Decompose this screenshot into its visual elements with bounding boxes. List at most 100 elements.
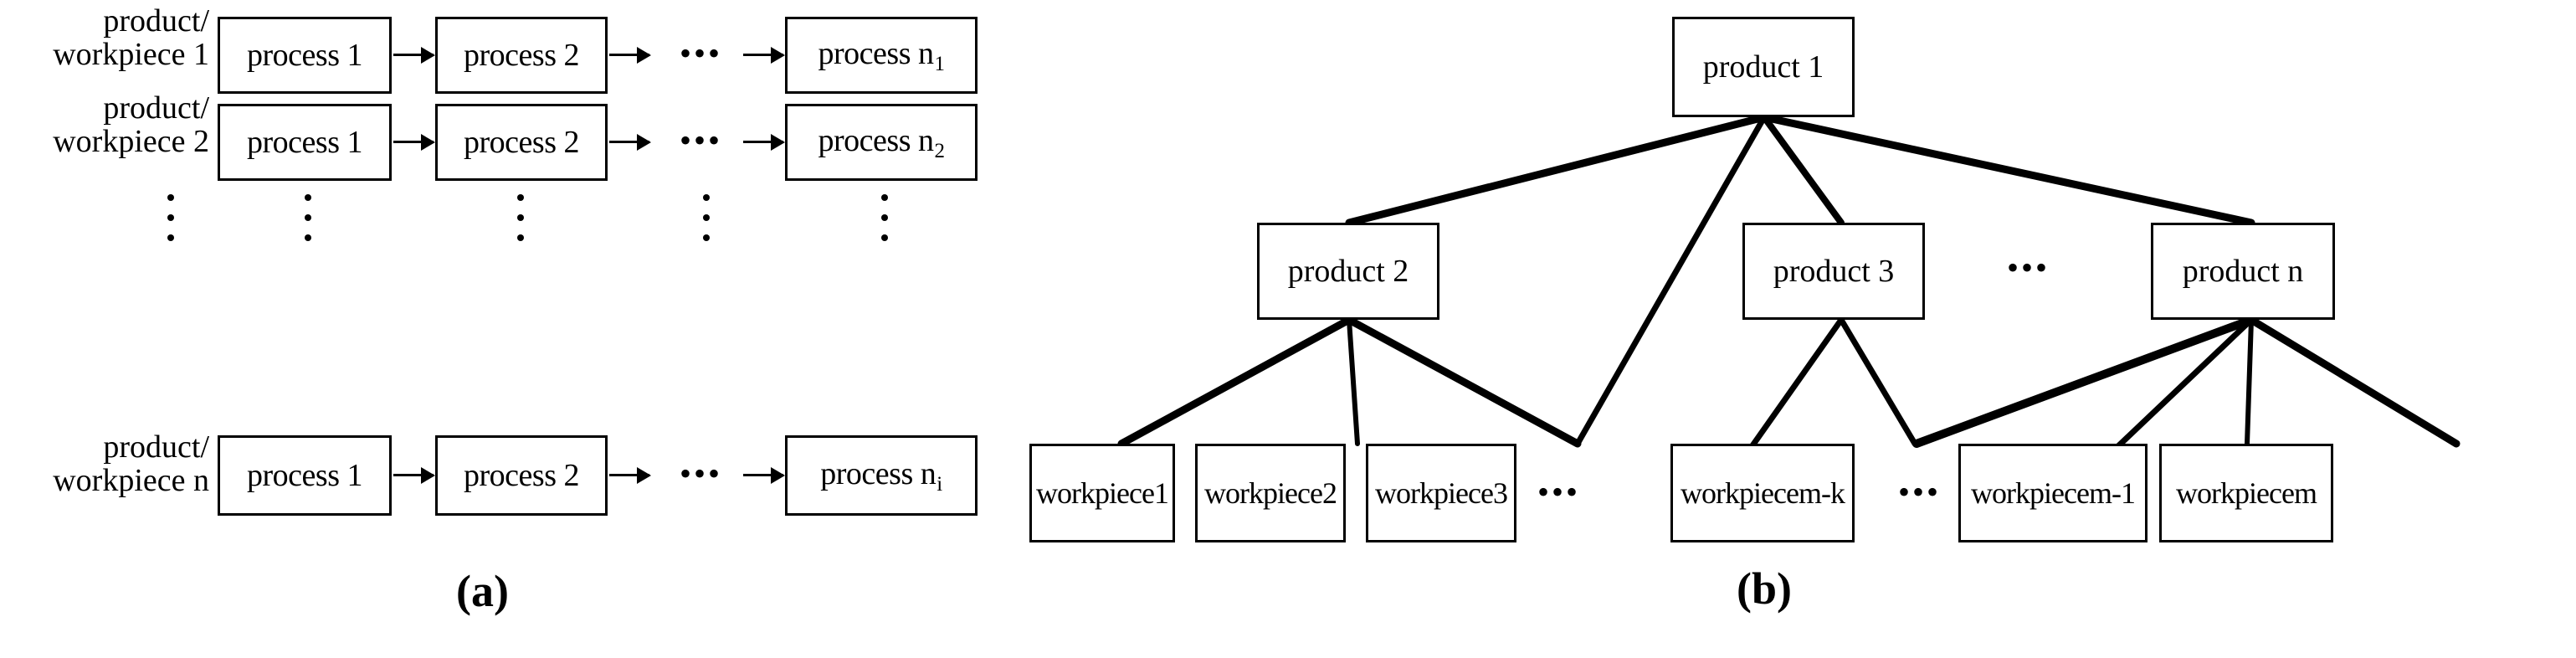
node-product-n[interactable]: product n [2151,223,2335,320]
horizontal-ellipsis-r1: ••• [680,34,723,72]
level3-ellipsis-right: ••• [1898,473,1942,511]
dot [517,194,524,201]
process-box-r2-s2-label: process 2 [464,125,579,160]
node-product-3-label: product 3 [1773,254,1895,289]
process-box-r1-s1[interactable]: process 1 [218,17,392,94]
process-box-r1-s2[interactable]: process 2 [435,17,608,94]
edge-productn-workpiecem-1 [2245,317,2254,446]
dot [881,214,888,221]
horizontal-ellipsis-r2: ••• [680,121,723,159]
vertical-ellipsis-col-1 [167,194,174,241]
node-workpiece-3[interactable]: workpiece3 [1366,444,1516,542]
dot [703,194,710,201]
process-box-r1-s3-sub: 1 [934,52,945,75]
node-workpiece-m-k-label: workpiecem-k [1681,476,1845,510]
vertical-ellipsis-col-3 [517,194,524,241]
node-workpiece-m-1[interactable]: workpiecem-1 [1958,444,2148,542]
dot [703,214,710,221]
process-box-r1-s1-label: process 1 [247,38,362,73]
node-workpiece-m[interactable]: workpiecem [2159,444,2333,542]
arrow-r1-3 [743,54,783,56]
node-workpiece-m-k[interactable]: workpiecem-k [1670,444,1855,542]
vertical-ellipsis-col-5 [881,194,888,241]
node-workpiece-3-label: workpiece3 [1375,476,1508,510]
level3-ellipsis-left: ••• [1537,473,1581,511]
level2-ellipsis: ••• [2007,249,2050,286]
node-product-1[interactable]: product 1 [1672,17,1855,117]
process-box-r1-s2-label: process 2 [464,38,579,73]
edge-product1-product2 [1345,113,1768,227]
node-workpiece-1[interactable]: workpiece1 [1029,444,1175,542]
row-label-3: product/ workpiece n [8,430,209,498]
arrow-r1-2 [609,54,649,56]
node-workpiece-1-label: workpiece1 [1036,476,1169,510]
node-product-n-label: product n [2182,254,2304,289]
arrow-r3-3 [743,474,783,476]
edge-product2-workpiece1 [1117,316,1353,448]
arrow-r3-1 [393,474,434,476]
edge-product1-productn [1760,113,2255,227]
panel-a-caption: (a) [456,566,509,616]
node-product-1-label: product 1 [1702,49,1824,85]
process-box-r3-s1[interactable]: process 1 [218,435,392,516]
row-label-2-line1: product/ [103,90,209,126]
process-box-r2-s3-label: process n2 [818,122,945,163]
edge-product2-workpiece2 [1347,317,1360,446]
dot [167,234,174,241]
node-workpiece-m-label: workpiecem [2176,476,2317,510]
row-label-1-line1: product/ [103,3,209,39]
dot [517,234,524,241]
arrow-r2-3 [743,141,783,143]
edge-product1-product3 [1761,114,1845,226]
edge-product2-workpiece3 [1345,316,1582,448]
process-box-r2-s3-sub: 2 [934,139,945,162]
node-workpiece-m-1-label: workpiecem-1 [1971,476,2136,510]
process-box-r3-s2-label: process 2 [464,458,579,493]
node-product-3[interactable]: product 3 [1742,223,1925,320]
process-box-r3-s3-sub: i [936,472,942,496]
edge-product3-workpiecem-k [1838,316,1918,447]
horizontal-ellipsis-r3: ••• [680,455,723,492]
node-workpiece-2-label: workpiece2 [1204,476,1337,510]
node-workpiece-2[interactable]: workpiece2 [1195,444,1346,542]
edge-product3-ellipsis-left [1742,316,1845,460]
dot [703,234,710,241]
process-box-r3-s3-label: process ni [820,455,942,496]
process-box-r1-s3-label: process n1 [818,35,945,76]
row-label-1-line2: workpiece 1 [53,36,209,72]
vertical-ellipsis-col-4 [703,194,710,241]
node-product-2[interactable]: product 2 [1257,223,1439,320]
row-label-2: product/ workpiece 2 [8,90,209,159]
tree-edge-layer [1117,113,2461,462]
panel-b-caption: (b) [1737,563,1792,614]
process-box-r1-s3[interactable]: process n1 [785,17,978,94]
dot [517,214,524,221]
dot [305,214,311,221]
process-box-r3-s2[interactable]: process 2 [435,435,608,516]
vertical-ellipsis-col-2 [305,194,311,241]
row-label-1: product/ workpiece 1 [8,3,209,72]
dot [167,214,174,221]
arrow-r2-2 [609,141,649,143]
dot [881,234,888,241]
dot [305,234,311,241]
process-box-r2-s3[interactable]: process n2 [785,104,978,181]
arrow-r2-1 [393,141,434,143]
row-label-3-line2: workpiece n [53,462,209,498]
edge-productn-workpiecem-k [1912,316,2255,448]
edge-product1-workpiece3 [1574,114,1768,447]
process-box-r2-s2[interactable]: process 2 [435,104,608,181]
process-box-r3-s3[interactable]: process ni [785,435,978,516]
process-box-r3-s3-text: process n [820,455,936,491]
process-box-r2-s1-label: process 1 [247,125,362,160]
arrow-r1-1 [393,54,434,56]
process-box-r3-s1-label: process 1 [247,458,362,493]
process-box-r1-s3-text: process n [818,35,934,71]
dot [881,194,888,201]
process-box-r2-s1[interactable]: process 1 [218,104,392,181]
edge-productn-ellipsis-right [2101,316,2255,462]
node-product-2-label: product 2 [1287,254,1409,289]
arrow-r3-2 [609,474,649,476]
dot [305,194,311,201]
